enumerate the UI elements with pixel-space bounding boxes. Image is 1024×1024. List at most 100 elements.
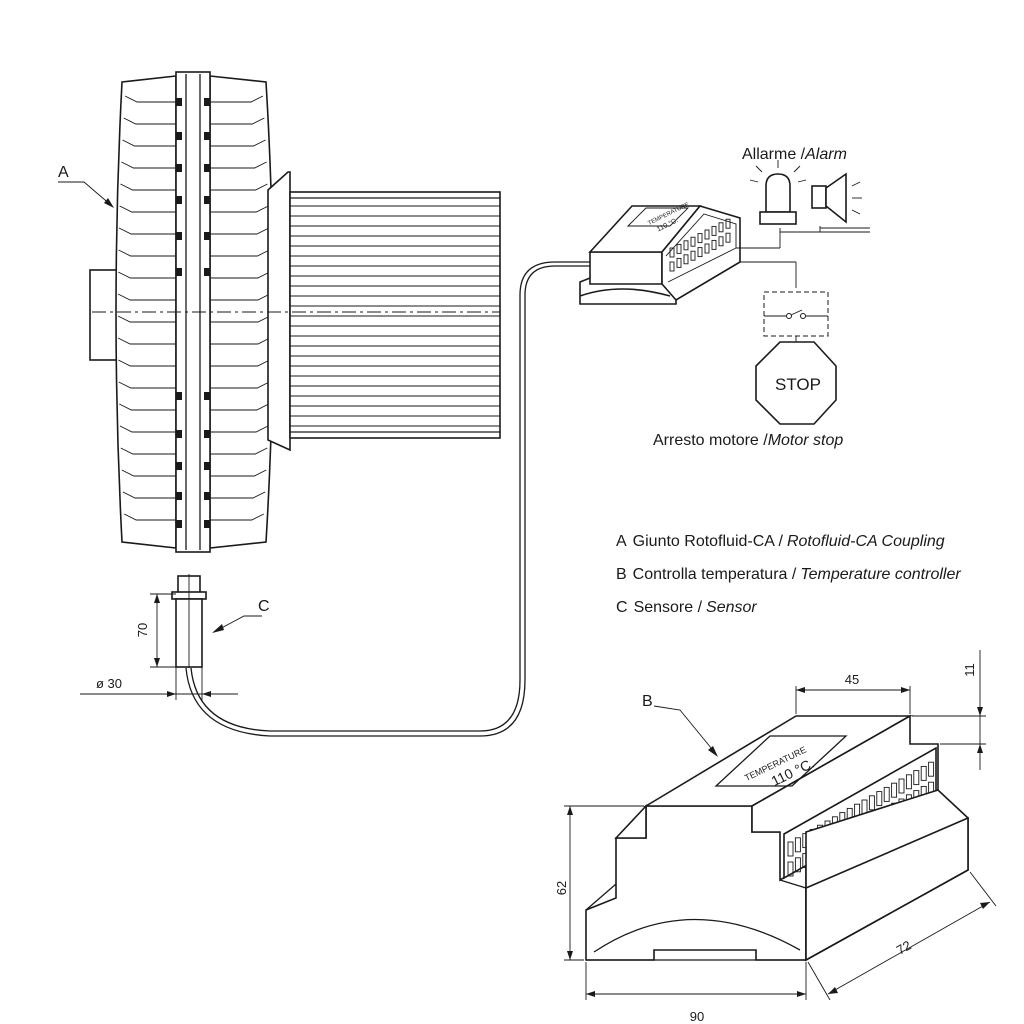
rib-line bbox=[210, 205, 269, 213]
rib-line bbox=[210, 161, 267, 169]
terminal-slot bbox=[711, 225, 717, 236]
terminal-slot bbox=[676, 243, 682, 254]
rib-line bbox=[210, 359, 270, 367]
callout-a-label: A bbox=[58, 164, 69, 181]
bolt-mark bbox=[204, 430, 210, 438]
motor-stop-label: Arresto motore /Motor stop bbox=[653, 432, 843, 449]
rib-line bbox=[210, 447, 268, 455]
rib-line bbox=[210, 315, 271, 323]
stop-sign-icon: STOP bbox=[755, 341, 837, 425]
bolt-mark bbox=[176, 132, 182, 140]
legend-it-b: Controlla temperatura / bbox=[633, 566, 797, 583]
rib-line bbox=[120, 183, 176, 191]
terminal-slot bbox=[725, 218, 731, 229]
terminal-slot bbox=[928, 761, 935, 777]
flange-bolts bbox=[176, 98, 210, 528]
bolt-mark bbox=[176, 492, 182, 500]
rib-line bbox=[210, 403, 269, 411]
motor-stop-label-it: Arresto motore / bbox=[653, 432, 768, 449]
terminal-slot bbox=[876, 791, 883, 807]
terminal-slot bbox=[690, 250, 696, 261]
terminal-slot bbox=[868, 795, 875, 811]
bolt-mark bbox=[204, 392, 210, 400]
coupling-ribs bbox=[117, 95, 271, 521]
terminal-slot bbox=[787, 861, 794, 877]
bolt-mark bbox=[204, 132, 210, 140]
terminal-slot bbox=[787, 841, 794, 857]
legend-en-c: Sensor bbox=[706, 599, 757, 616]
callout-a: A bbox=[58, 164, 114, 208]
motor-bell-fins bbox=[290, 205, 500, 427]
rib-line bbox=[210, 337, 271, 345]
bolt-mark bbox=[204, 268, 210, 276]
rib-line bbox=[123, 117, 176, 125]
terminal-slot bbox=[794, 837, 801, 853]
bolt-mark bbox=[204, 520, 210, 528]
callout-b: B bbox=[642, 693, 718, 757]
terminal-slot bbox=[883, 786, 890, 802]
motor-stop-label-en: Motor stop bbox=[768, 432, 844, 449]
alarm-horn-icon bbox=[811, 172, 862, 224]
rib-line bbox=[119, 403, 176, 411]
controller-depth-dim: 72 bbox=[894, 937, 914, 957]
rib-line bbox=[118, 227, 176, 235]
rib-line bbox=[122, 139, 176, 147]
rotofluid-coupling bbox=[89, 71, 501, 553]
bolt-mark bbox=[176, 462, 182, 470]
terminal-slot bbox=[704, 243, 710, 254]
rib-line bbox=[210, 425, 269, 433]
rib-line bbox=[117, 337, 176, 345]
callout-b-label: B bbox=[642, 693, 653, 710]
rib-line bbox=[119, 205, 176, 213]
alarm-label-it: Allarme / bbox=[742, 146, 806, 163]
rib-line bbox=[118, 249, 176, 257]
bolt-mark bbox=[176, 520, 182, 528]
rib-line bbox=[118, 359, 176, 367]
controller-width-dim: 45 bbox=[845, 672, 859, 687]
terminal-slot bbox=[913, 770, 920, 786]
controller-height-dim: 62 bbox=[554, 881, 569, 895]
terminal-slot bbox=[718, 236, 724, 247]
rib-line bbox=[210, 381, 270, 389]
rib-line bbox=[210, 469, 267, 477]
rib-line bbox=[119, 425, 176, 433]
bolt-mark bbox=[176, 268, 182, 276]
controller-length-dim: 90 bbox=[690, 1009, 704, 1024]
bolt-mark bbox=[176, 164, 182, 172]
terminal-slot bbox=[920, 765, 927, 781]
terminal-slot bbox=[794, 857, 801, 873]
temperature-sensor: 70 ø 30 bbox=[80, 574, 238, 700]
rib-line bbox=[210, 491, 266, 499]
bolt-mark bbox=[176, 392, 182, 400]
controller-step-dim: 11 bbox=[962, 663, 977, 677]
rib-line bbox=[210, 139, 266, 147]
terminal-slot bbox=[669, 261, 675, 272]
bolt-mark bbox=[204, 462, 210, 470]
rib-line bbox=[122, 491, 176, 499]
terminal-slot bbox=[690, 236, 696, 247]
legend-it-c: Sensore / bbox=[634, 599, 703, 616]
rib-line bbox=[120, 447, 176, 455]
rib-line bbox=[124, 95, 176, 103]
terminal-slot bbox=[718, 222, 724, 233]
rib-line bbox=[121, 161, 176, 169]
rib-line bbox=[117, 293, 176, 301]
rib-line bbox=[210, 271, 270, 279]
rib-line bbox=[210, 183, 268, 191]
rib-line bbox=[121, 469, 176, 477]
legend-en-a: Rotofluid-CA Coupling bbox=[787, 533, 945, 550]
terminal-slot bbox=[711, 239, 717, 250]
rib-line bbox=[123, 513, 176, 521]
sensor-cable bbox=[185, 265, 592, 737]
legend-en-b: Temperature controller bbox=[800, 566, 961, 583]
callout-c-label: C bbox=[258, 598, 270, 615]
bolt-mark bbox=[176, 430, 182, 438]
terminal-slot bbox=[669, 247, 675, 258]
terminal-slot bbox=[676, 257, 682, 268]
rib-line bbox=[210, 227, 270, 235]
small-terminal-blocks bbox=[669, 218, 731, 272]
bolt-mark bbox=[204, 196, 210, 204]
